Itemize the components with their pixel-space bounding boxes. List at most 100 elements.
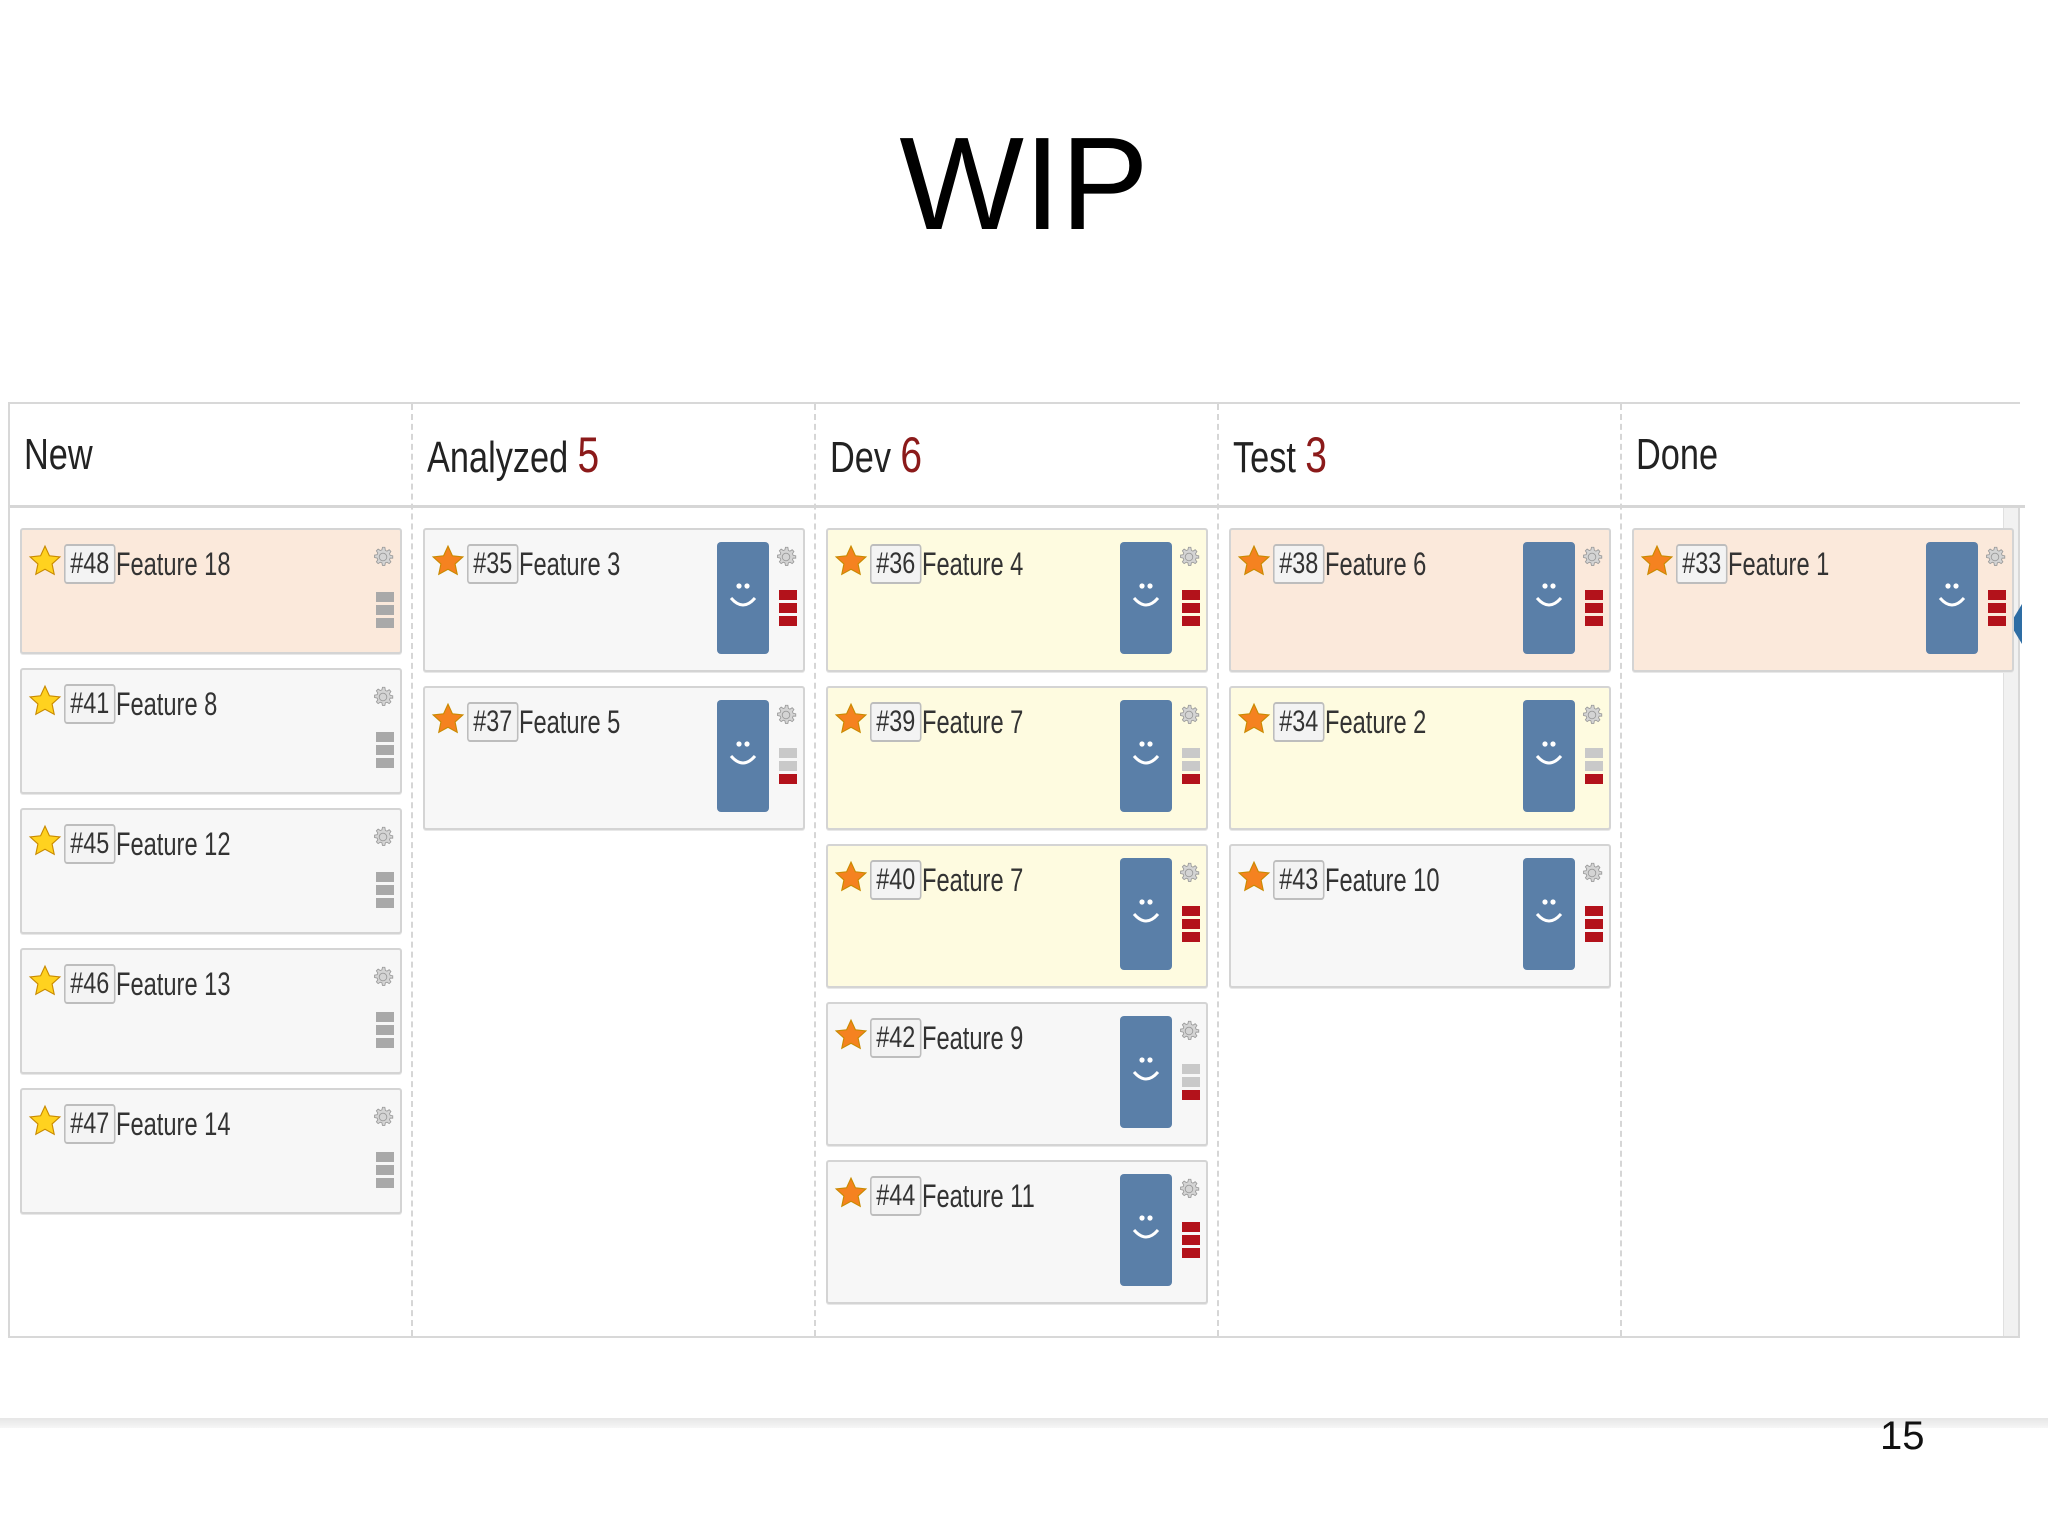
gear-icon[interactable] [773, 702, 799, 728]
card-title[interactable]: Feature 9 [922, 1020, 1024, 1056]
priority-bars [376, 732, 394, 768]
gear-icon[interactable] [1982, 544, 2008, 570]
wip-limit: 5 [577, 426, 600, 483]
avatar[interactable] [1120, 700, 1172, 812]
footer-rule [0, 1418, 2048, 1428]
star-icon[interactable] [834, 1018, 868, 1052]
gear-icon[interactable] [1176, 1176, 1202, 1202]
column-body: #36 Feature 4 #39 Feature 7 #40 Feature … [816, 508, 1217, 1336]
star-icon[interactable] [834, 702, 868, 736]
priority-bars [779, 590, 797, 626]
column-title: Done [1636, 429, 1719, 479]
card-id: #41 [64, 684, 116, 724]
feature-card[interactable]: #36 Feature 4 [826, 528, 1208, 672]
card-title[interactable]: Feature 10 [1325, 862, 1440, 898]
feature-card[interactable]: #34 Feature 2 [1229, 686, 1611, 830]
feature-card[interactable]: #40 Feature 7 [826, 844, 1208, 988]
column-new: New #48 Feature 18 #41 Feature 8 #45 Fea… [10, 404, 413, 1336]
feature-card[interactable]: #39 Feature 7 [826, 686, 1208, 830]
gear-icon[interactable] [370, 824, 396, 850]
card-title[interactable]: Feature 3 [519, 546, 621, 582]
avatar[interactable] [1926, 542, 1978, 654]
wip-limit: 3 [1305, 426, 1328, 483]
gear-icon[interactable] [370, 544, 396, 570]
feature-card[interactable]: #44 Feature 11 [826, 1160, 1208, 1304]
star-icon[interactable] [1237, 860, 1271, 894]
avatar[interactable] [1120, 1174, 1172, 1286]
avatar[interactable] [1120, 1016, 1172, 1128]
gear-icon[interactable] [1176, 544, 1202, 570]
card-title[interactable]: Feature 13 [116, 966, 231, 1002]
star-icon[interactable] [431, 544, 465, 578]
priority-bars [376, 1152, 394, 1188]
avatar[interactable] [717, 700, 769, 812]
feature-card[interactable]: #43 Feature 10 [1229, 844, 1611, 988]
column-body: #33 Feature 1 [1622, 508, 2025, 1336]
card-title[interactable]: Feature 2 [1325, 704, 1427, 740]
star-icon[interactable] [1237, 702, 1271, 736]
gear-icon[interactable] [370, 1104, 396, 1130]
card-title[interactable]: Feature 14 [116, 1106, 231, 1142]
gear-icon[interactable] [1176, 1018, 1202, 1044]
star-icon[interactable] [1640, 544, 1674, 578]
feature-card[interactable]: #46 Feature 13 [20, 948, 402, 1074]
avatar[interactable] [1523, 858, 1575, 970]
avatar[interactable] [1120, 542, 1172, 654]
gear-icon[interactable] [1176, 860, 1202, 886]
card-title[interactable]: Feature 7 [922, 862, 1024, 898]
star-icon[interactable] [28, 824, 62, 858]
card-title[interactable]: Feature 6 [1325, 546, 1427, 582]
card-title[interactable]: Feature 18 [116, 546, 231, 582]
star-icon[interactable] [1237, 544, 1271, 578]
gear-icon[interactable] [1579, 544, 1605, 570]
card-id: #33 [1676, 544, 1728, 584]
feature-card[interactable]: #42 Feature 9 [826, 1002, 1208, 1146]
card-id: #46 [64, 964, 116, 1004]
star-icon[interactable] [28, 964, 62, 998]
gear-icon[interactable] [773, 544, 799, 570]
priority-bars [376, 872, 394, 908]
priority-bars [1182, 748, 1200, 784]
star-icon[interactable] [834, 544, 868, 578]
card-id: #36 [870, 544, 922, 584]
card-title[interactable]: Feature 11 [922, 1178, 1035, 1214]
star-icon[interactable] [28, 544, 62, 578]
gear-icon[interactable] [1176, 702, 1202, 728]
star-icon[interactable] [834, 860, 868, 894]
feature-card[interactable]: #41 Feature 8 [20, 668, 402, 794]
star-icon[interactable] [834, 1176, 868, 1210]
gear-icon[interactable] [1579, 702, 1605, 728]
card-title[interactable]: Feature 5 [519, 704, 621, 740]
star-icon[interactable] [28, 1104, 62, 1138]
feature-card[interactable]: #45 Feature 12 [20, 808, 402, 934]
card-id: #37 [467, 702, 519, 742]
feature-card[interactable]: #37 Feature 5 [423, 686, 805, 830]
gear-icon[interactable] [370, 964, 396, 990]
gear-icon[interactable] [370, 684, 396, 710]
gear-icon[interactable] [1579, 860, 1605, 886]
feature-card[interactable]: #38 Feature 6 [1229, 528, 1611, 672]
slide-title: WIP [899, 110, 1149, 257]
avatar[interactable] [717, 542, 769, 654]
feature-card[interactable]: #47 Feature 14 [20, 1088, 402, 1214]
card-title[interactable]: Feature 4 [922, 546, 1024, 582]
card-title[interactable]: Feature 12 [116, 826, 231, 862]
card-id: #48 [64, 544, 116, 584]
card-title[interactable]: Feature 1 [1728, 546, 1830, 582]
card-title[interactable]: Feature 7 [922, 704, 1024, 740]
avatar[interactable] [1523, 700, 1575, 812]
card-title[interactable]: Feature 8 [116, 686, 218, 722]
feature-card[interactable]: #35 Feature 3 [423, 528, 805, 672]
star-icon[interactable] [28, 684, 62, 718]
star-icon[interactable] [431, 702, 465, 736]
feature-card[interactable]: #48 Feature 18 [20, 528, 402, 654]
avatar[interactable] [1523, 542, 1575, 654]
feature-card[interactable]: #33 Feature 1 [1632, 528, 2014, 672]
avatar[interactable] [1120, 858, 1172, 970]
priority-bars [1182, 1064, 1200, 1100]
